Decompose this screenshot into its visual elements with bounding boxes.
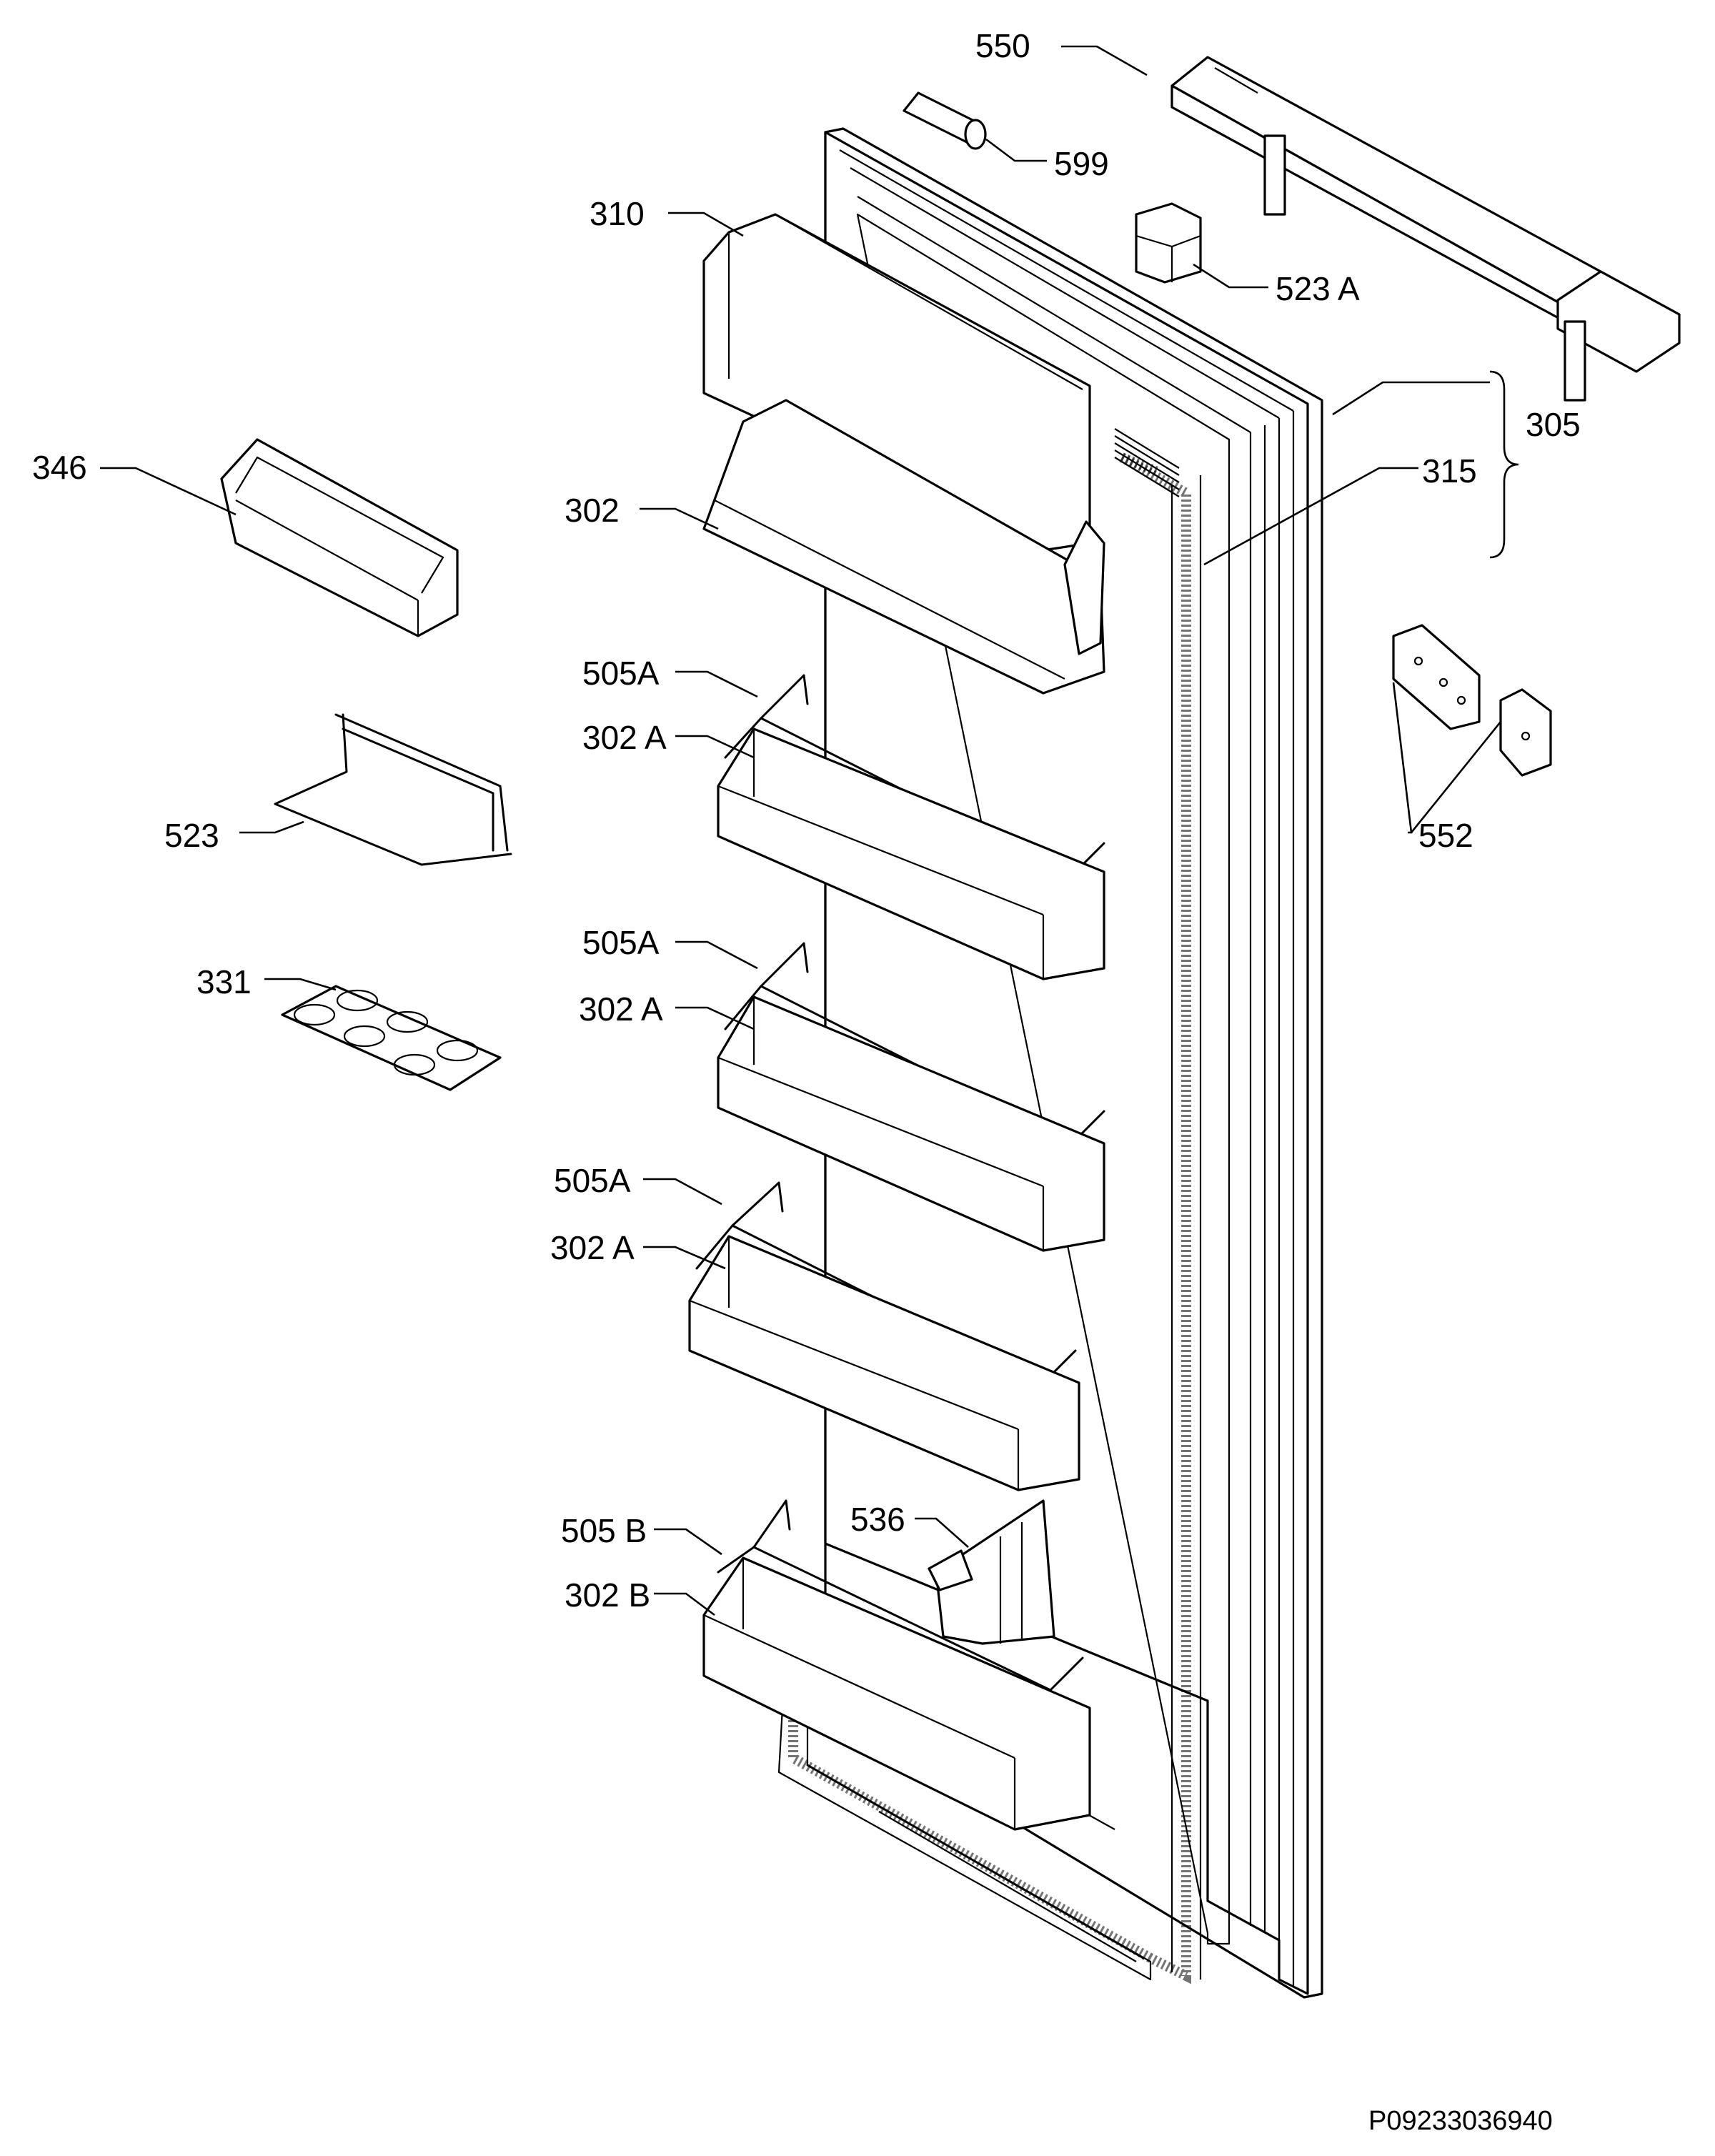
door-bin-3 bbox=[688, 1181, 1080, 1491]
label-302a-1: 302 A bbox=[582, 719, 667, 756]
label-523a: 523 A bbox=[1276, 270, 1360, 307]
label-310: 310 bbox=[590, 195, 645, 232]
label-552: 552 bbox=[1418, 817, 1473, 854]
wire-shelf bbox=[274, 713, 512, 866]
bottle-divider bbox=[928, 1499, 1055, 1645]
drawing-code: P09233036940 bbox=[1368, 2106, 1553, 2136]
part-labels: 550 599 310 523 A 305 315 346 302 505A 3… bbox=[32, 27, 1581, 2136]
label-505a-2: 505A bbox=[582, 924, 660, 961]
top-hinge-bracket bbox=[1170, 56, 1681, 402]
egg-tray bbox=[281, 985, 502, 1091]
hinge-plates bbox=[1392, 624, 1552, 777]
butter-box bbox=[220, 438, 459, 637]
leader-lines bbox=[100, 45, 1519, 1616]
label-302: 302 bbox=[565, 492, 620, 529]
door-bin-1 bbox=[717, 674, 1105, 980]
vent-slots bbox=[1114, 428, 1180, 497]
small-block bbox=[1135, 202, 1202, 284]
label-302b: 302 B bbox=[565, 1576, 650, 1614]
label-505a-3: 505A bbox=[554, 1162, 631, 1199]
label-536: 536 bbox=[850, 1501, 905, 1538]
label-305: 305 bbox=[1526, 406, 1581, 443]
label-505a-1: 505A bbox=[582, 655, 660, 692]
label-599: 599 bbox=[1054, 145, 1109, 182]
door-bin-bottom bbox=[702, 1499, 1091, 1831]
label-331: 331 bbox=[197, 963, 252, 1000]
door-bin-2 bbox=[717, 942, 1105, 1252]
label-302a-2: 302 A bbox=[579, 990, 663, 1028]
dairy-compartment bbox=[702, 213, 1105, 695]
label-523: 523 bbox=[164, 817, 219, 854]
cylinder-part bbox=[903, 91, 987, 150]
label-550: 550 bbox=[975, 27, 1030, 64]
label-346: 346 bbox=[32, 449, 87, 486]
label-302a-3: 302 A bbox=[550, 1229, 635, 1266]
label-315: 315 bbox=[1422, 452, 1477, 490]
label-505b: 505 B bbox=[561, 1512, 647, 1549]
